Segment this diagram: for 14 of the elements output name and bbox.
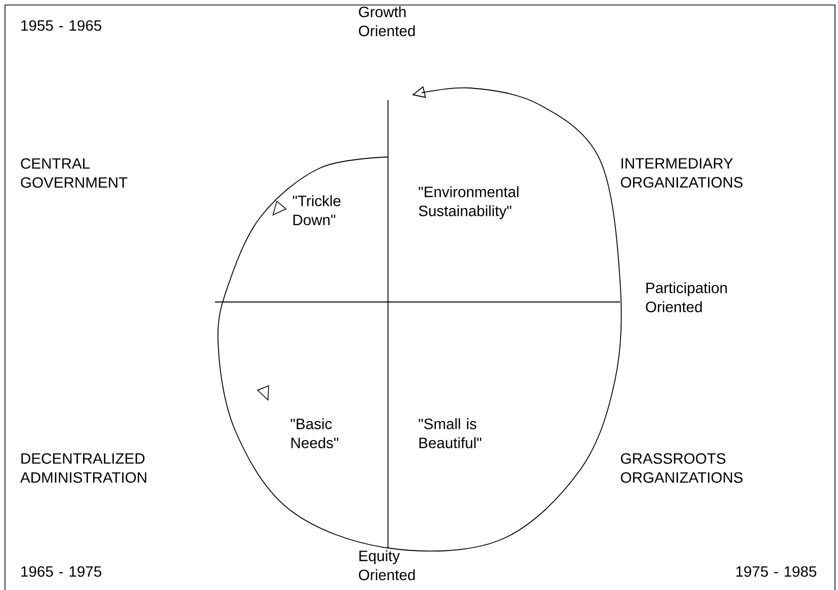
axis-label: 1955 - 1965	[21, 20, 102, 31]
axis-label: INTERMEDIARY ORGANIZATIONS	[620, 158, 743, 188]
axis-label: 1965 - 1975	[21, 566, 102, 577]
axis-label: "Basic Needs"	[290, 418, 338, 448]
axis-label: CENTRAL GOVERNMENT	[20, 158, 128, 188]
axis-label: Participation Oriented	[646, 282, 727, 312]
axis-label: Growth Oriented	[358, 6, 415, 36]
axis-label: "Trickle Down"	[292, 195, 340, 226]
axis-label: "Small is Beautiful"	[418, 418, 482, 448]
axis-label: GRASSROOTS ORGANIZATIONS	[620, 453, 743, 483]
axis-label: "Environmental Sustainability"	[418, 186, 518, 220]
axis-label: 1975 - 1985	[736, 566, 816, 577]
axis-label: DECENTRALIZED ADMINISTRATION	[20, 453, 146, 483]
axis-label: Equity Oriented	[358, 550, 415, 580]
